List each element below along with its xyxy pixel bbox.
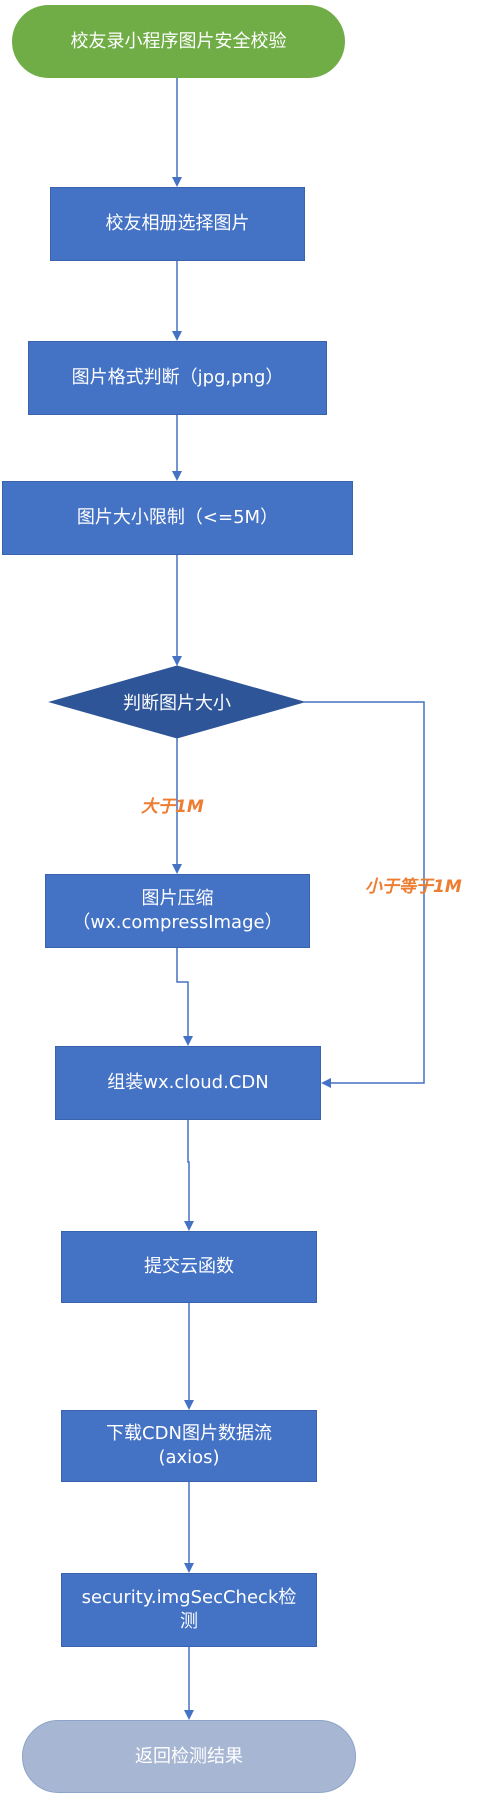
assemble-cdn-step: 组装wx.cloud.CDN [55,1046,321,1120]
security-check-step-label-line2: 测 [180,1611,198,1632]
assemble-cdn-step-label: 组装wx.cloud.CDN [107,1072,269,1093]
decision-node-label: 判断图片大小 [123,693,231,714]
security-check-step: security.imgSecCheck检 测 [61,1573,317,1647]
select-image-step-label: 校友相册选择图片 [105,213,250,234]
submit-cloud-function-step-label: 提交云函数 [144,1256,234,1277]
decision-node: 判断图片大小 [50,666,304,738]
edge-label-large: 大于1M [141,797,204,817]
start-node: 校友录小程序图片安全校验 [12,5,345,78]
compress-step-label-line1: 图片压缩 [141,888,214,909]
edge-decision-to-assemble [304,701,425,1088]
download-stream-step: 下载CDN图片数据流 (axios) [61,1410,317,1482]
start-node-label: 校友录小程序图片安全校验 [70,30,287,52]
end-node-label: 返回检测结果 [135,1745,243,1767]
submit-cloud-function-step: 提交云函数 [61,1231,317,1303]
compress-step: 图片压缩 （wx.compressImage） [45,874,310,948]
download-stream-step-label-line2: (axios) [158,1447,220,1468]
end-node: 返回检测结果 [22,1720,356,1793]
format-check-step: 图片格式判断（jpg,png） [28,341,327,415]
format-check-step-label: 图片格式判断（jpg,png） [71,367,284,388]
security-check-step-label-line1: security.imgSecCheck检 [81,1587,297,1608]
size-limit-step: 图片大小限制（<=5M） [2,481,353,555]
edge-compress-to-assemble [176,948,193,1046]
edge-assemble-to-submit [184,1120,194,1231]
download-stream-step-label-line1: 下载CDN图片数据流 [106,1423,272,1444]
size-limit-step-label: 图片大小限制（<=5M） [76,507,279,528]
compress-step-label-line2: （wx.compressImage） [72,912,283,933]
select-image-step: 校友相册选择图片 [50,187,305,261]
edge-label-small: 小于等于1M [365,877,462,897]
